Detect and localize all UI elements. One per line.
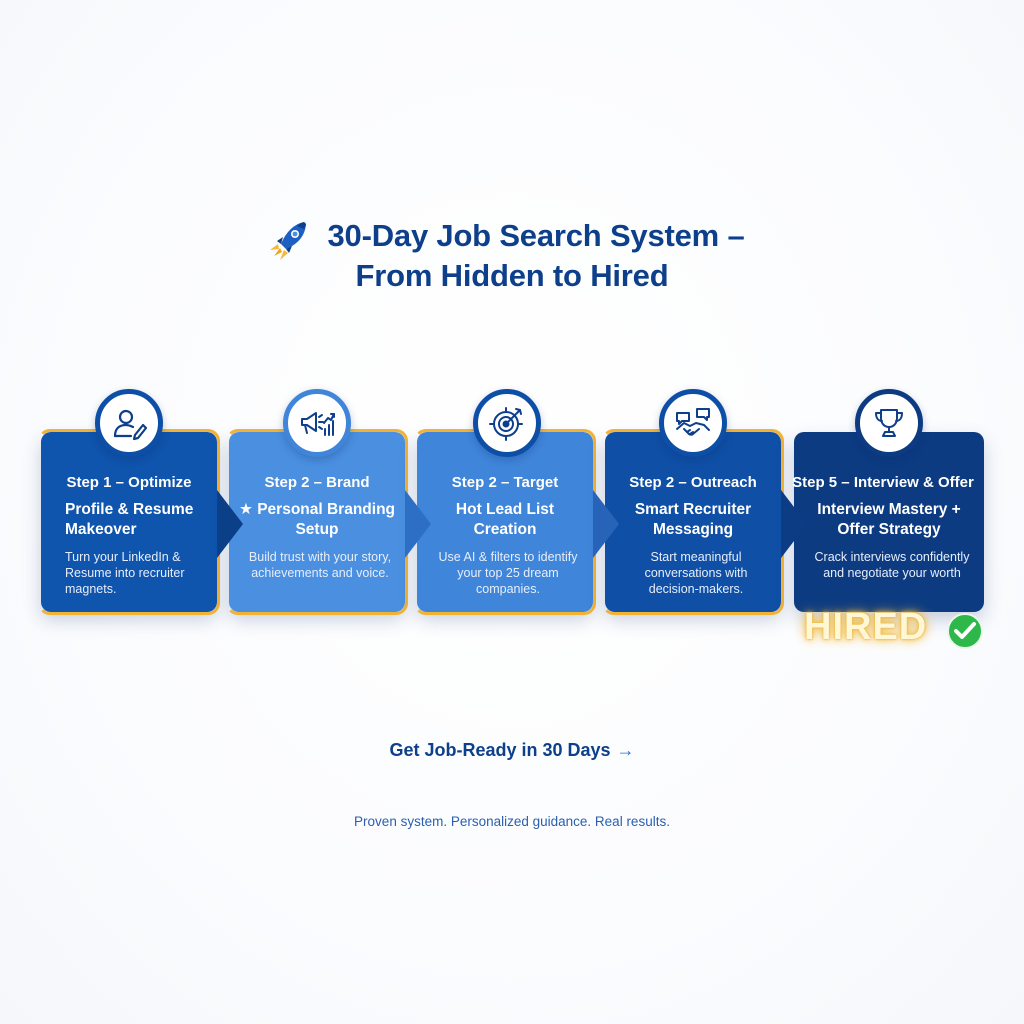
chevron-arrow (405, 490, 431, 558)
title-line-2: From Hidden to Hired (355, 258, 669, 293)
cta-link[interactable]: Get Job-Ready in 30 Days→ (0, 740, 1024, 761)
profile-edit-icon (95, 389, 163, 457)
tagline: Proven system. Personalized guidance. Re… (354, 814, 670, 829)
steps-flow: Step 1 – Optimize Profile & Resume Makeo… (38, 389, 984, 649)
step-description: Crack interviews confidently and negotia… (814, 550, 970, 580)
chevron-arrow (217, 490, 243, 558)
chevron-arrow (593, 490, 619, 558)
megaphone-chart-icon (283, 389, 351, 457)
step-title: Profile & Resume Makeover (65, 501, 194, 538)
step-card-3: Step 2 – Target Hot Lead List Creation U… (414, 429, 619, 615)
title-line-1: 30-Day Job Search System – (327, 218, 745, 253)
chevron-arrow (781, 490, 807, 558)
step-label: Step 1 – Optimize (66, 474, 192, 491)
check-circle-icon (947, 613, 983, 649)
handshake-icon (659, 389, 727, 457)
step-title: Hot Lead List Creation (455, 501, 555, 538)
step-description: Build trust with your story, achievement… (248, 550, 392, 580)
step-title: ★ Personal Branding Setup (239, 501, 396, 538)
step-description: Use AI & filters to identify your top 25… (438, 550, 578, 596)
target-icon (473, 389, 541, 457)
rocket-icon (270, 222, 306, 260)
cta-text: Get Job-Ready in 30 Days (389, 740, 611, 760)
step-description: Start meaningful conversations with deci… (644, 550, 748, 596)
trophy-icon (855, 389, 923, 457)
step-label: Step 2 – Brand (264, 474, 370, 491)
arrow-right-icon: → (616, 740, 635, 760)
step-label: Step 2 – Target (451, 474, 559, 491)
page-title: 30-Day Job Search System – From Hidden t… (0, 216, 1024, 296)
step-title: Smart Recruiter Messaging (634, 501, 752, 538)
step-label: Step 5 – Interview & Offer (792, 474, 974, 491)
hired-badge: HIRED (804, 606, 928, 648)
step-title: Interview Mastery + Offer Strategy (817, 501, 961, 538)
step-card-5: Step 5 – Interview & Offer Interview Mas… (792, 432, 984, 612)
step-card-4: Step 2 – Outreach Smart Recruiter Messag… (602, 429, 807, 615)
step-description: Turn your LinkedIn & Resume into recruit… (65, 550, 185, 596)
step-label: Step 2 – Outreach (629, 474, 757, 491)
step-card-2: Step 2 – Brand ★ Personal Branding Setup… (226, 429, 431, 615)
step-card-1: Step 1 – Optimize Profile & Resume Makeo… (38, 429, 243, 615)
